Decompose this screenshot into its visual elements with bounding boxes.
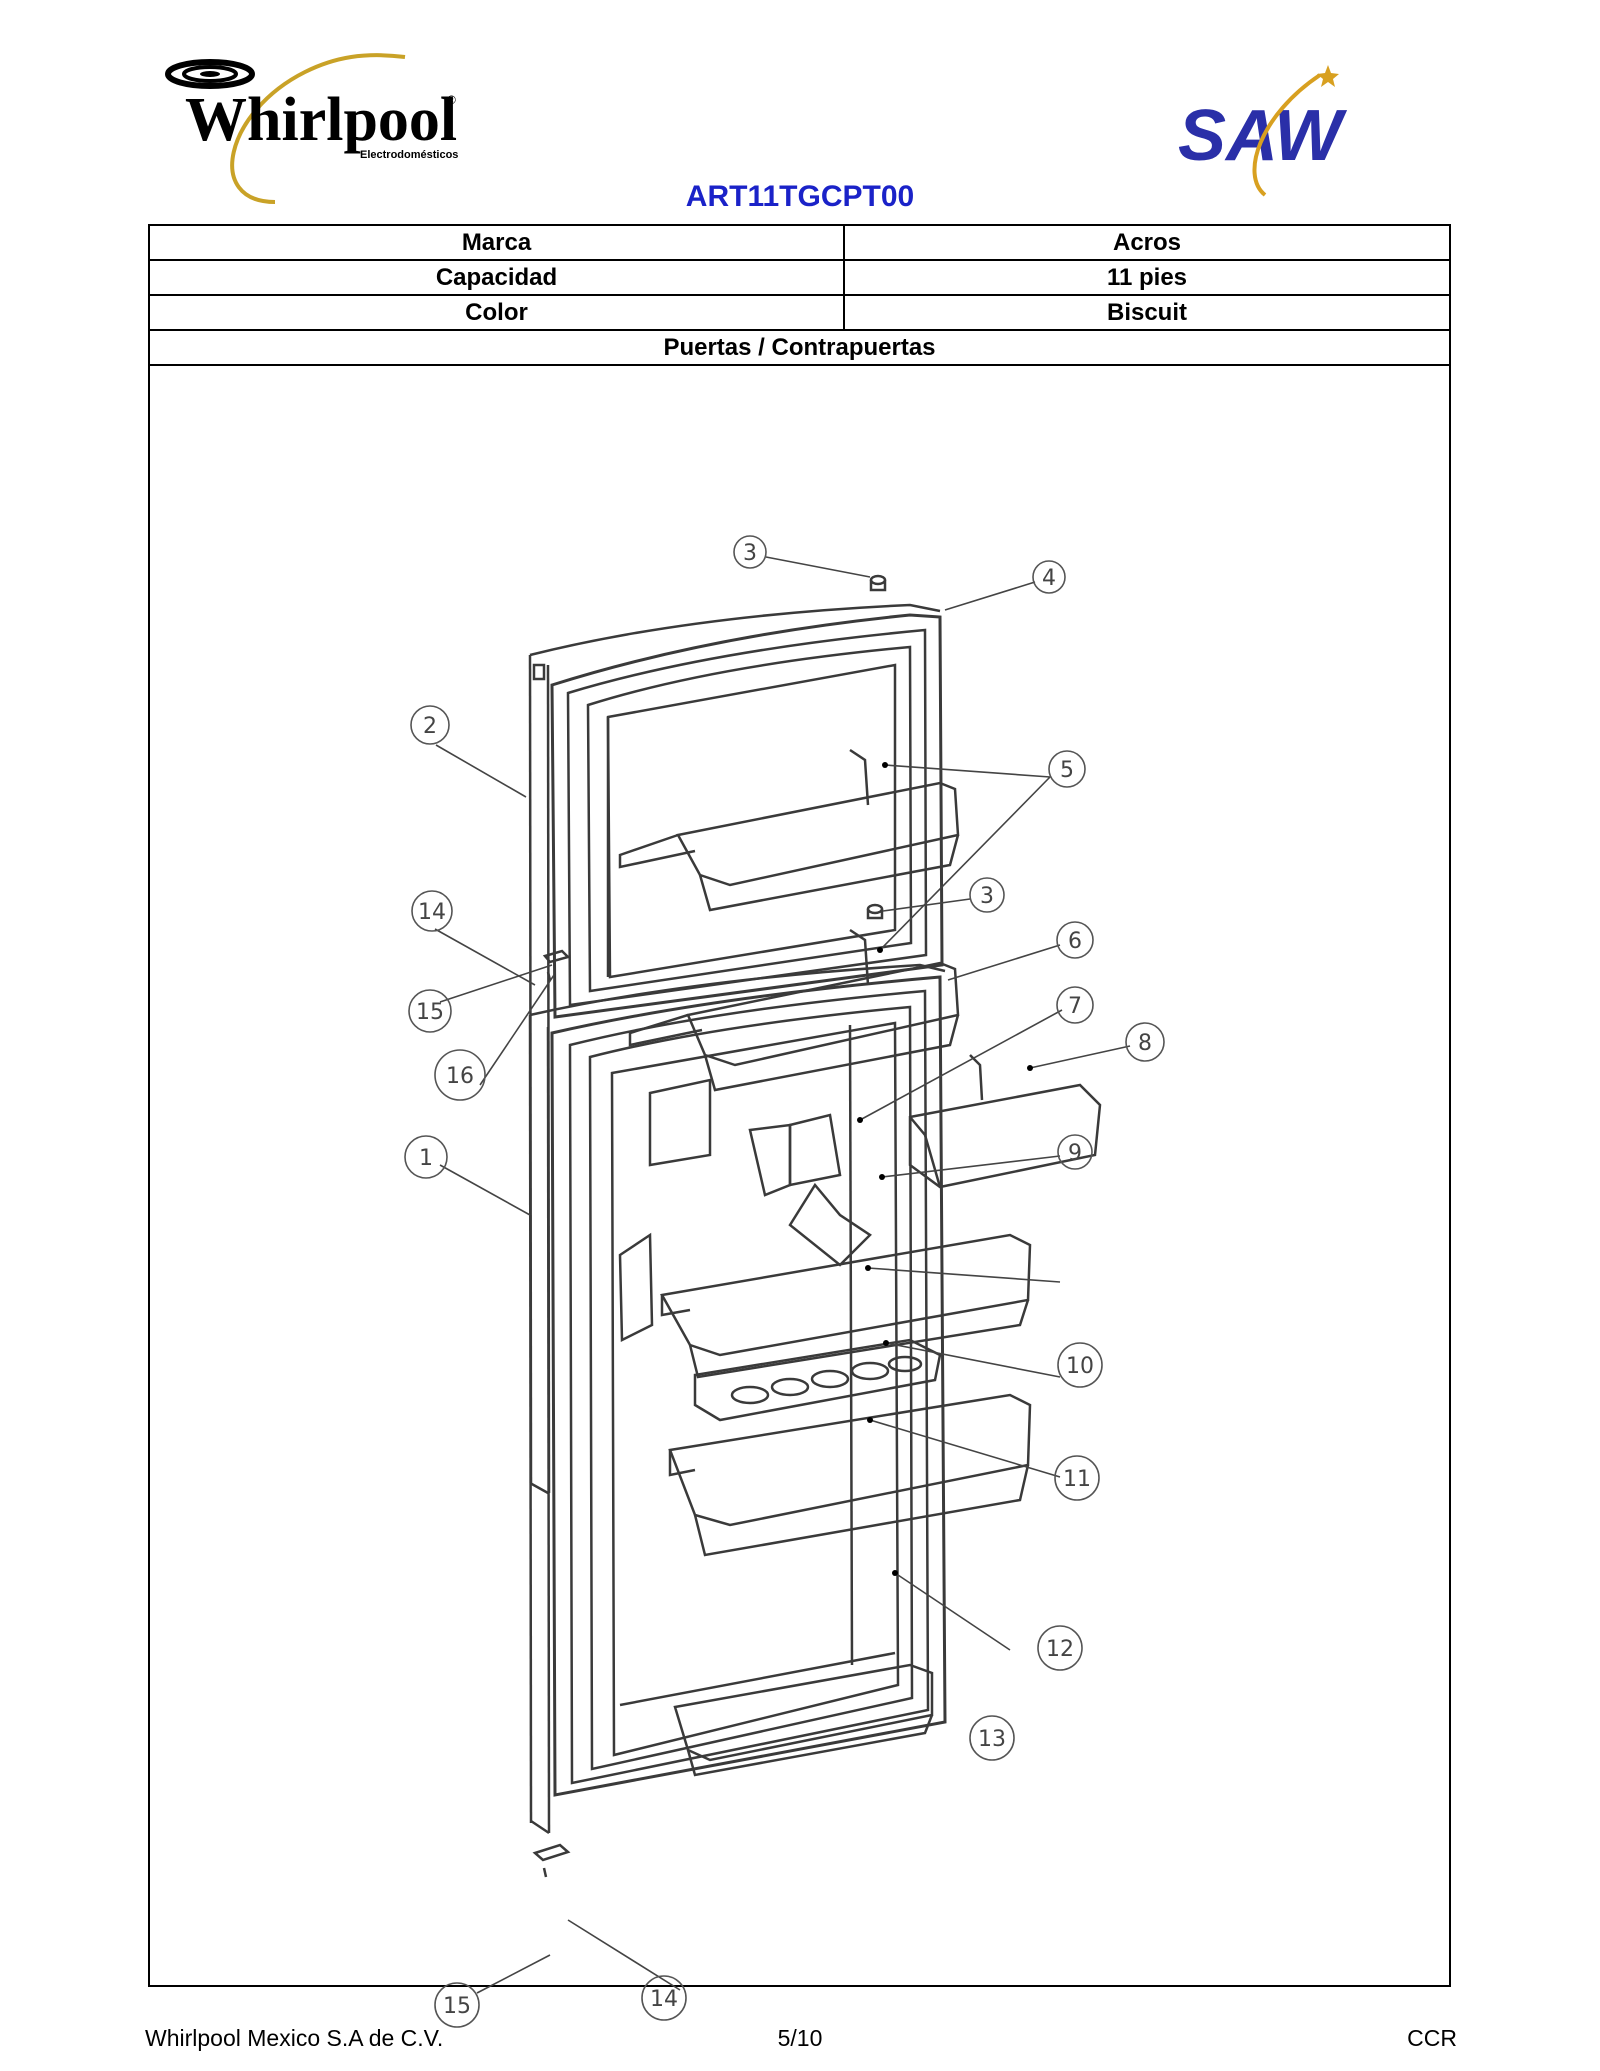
- spec-value: 11 pies: [844, 260, 1449, 296]
- callout-15-bottom: 15: [443, 1994, 471, 2019]
- callout-5: 5: [1060, 758, 1074, 783]
- fresh-food-inner-panel: [610, 1021, 900, 1757]
- hinge-bracket-bottom: [532, 1843, 571, 1878]
- fresh-food-shelf-10: [660, 1233, 1032, 1379]
- parts-sheet-frame: Marca Acros Capacidad 11 pies Color Bisc…: [148, 224, 1451, 2028]
- whirlpool-swirl-icon: [165, 59, 255, 89]
- whirlpool-tagline: Electrodomésticos: [360, 149, 458, 161]
- callout-12: 12: [1046, 1637, 1074, 1662]
- callout-10: 10: [1066, 1354, 1094, 1379]
- fresh-food-door: [528, 963, 946, 1835]
- callout-6: 6: [1068, 929, 1082, 954]
- footer-company: Whirlpool Mexico S.A de C.V.: [145, 2025, 444, 2051]
- spec-value: Biscuit: [844, 295, 1449, 331]
- callout-2: 2: [423, 714, 437, 739]
- saw-star-icon: [1317, 65, 1339, 87]
- egg-tray-11: [693, 1338, 942, 1422]
- spec-table: Marca Acros Capacidad 11 pies Color Bisc…: [150, 226, 1449, 366]
- callout-8: 8: [1138, 1031, 1152, 1056]
- spec-row-marca: Marca Acros: [150, 226, 1449, 261]
- spec-label: Color: [150, 295, 845, 331]
- callout-1: 1: [419, 1146, 433, 1171]
- callout-16: 16: [446, 1064, 474, 1089]
- callout-4: 4: [1042, 566, 1056, 591]
- spec-label: Marca: [150, 226, 845, 261]
- footer-code: CCR: [1407, 2025, 1457, 2051]
- freezer-gasket: [550, 613, 944, 1019]
- spec-section-row: Puertas / Contrapuertas: [150, 330, 1449, 366]
- hinge-bracket-middle: [542, 949, 571, 981]
- saw-logo: SAW: [1178, 65, 1348, 197]
- fresh-food-shelf-13: [673, 1663, 934, 1777]
- leader-dots: [857, 762, 1033, 1576]
- callout-3-top: 3: [743, 541, 757, 566]
- callout-13: 13: [978, 1727, 1006, 1752]
- fresh-food-gasket: [550, 975, 947, 1797]
- callouts: 3 4 2 5 14 3 6 7 8 15 16 9 1 10 11 12 13…: [404, 535, 1165, 2028]
- callout-11: 11: [1063, 1467, 1091, 1492]
- saw-swoosh: [1252, 73, 1322, 197]
- freezer-inner-panel: [606, 663, 897, 979]
- whirlpool-wordmark: Whirlpool: [185, 86, 457, 154]
- whirlpool-logo: Whirlpool Electrodomésticos ®: [165, 53, 458, 204]
- freezer-shelf-upper: [618, 748, 960, 912]
- exploded-door-diagram: 3 4 2 5 14 3 6 7 8 15 16 9 1 10 11 12 13…: [404, 535, 1165, 2028]
- callout-3-middle: 3: [980, 884, 994, 909]
- callout-9: 9: [1068, 1141, 1082, 1166]
- hinge-pin-middle: [866, 903, 884, 920]
- fresh-food-shelf-12: [668, 1393, 1032, 1557]
- hinge-pin-top: [869, 574, 887, 592]
- gold-swoosh: [230, 53, 406, 204]
- footer-page-number: 5/10: [777, 2025, 823, 2051]
- leader-lines: [434, 556, 1131, 1994]
- egg-holder-flap: [788, 1182, 872, 1267]
- callout-14-bottom: 14: [650, 1987, 678, 2012]
- spec-row-capacidad: Capacidad 11 pies: [150, 260, 1449, 296]
- callout-7: 7: [1068, 994, 1082, 1019]
- spec-value: Acros: [844, 226, 1449, 261]
- callout-14-top: 14: [418, 900, 446, 925]
- spec-row-color: Color Biscuit: [150, 295, 1449, 331]
- callout-15-top: 15: [416, 1000, 444, 1025]
- spec-label: Capacidad: [150, 260, 845, 296]
- section-title: Puertas / Contrapuertas: [150, 330, 1449, 366]
- freezer-shelf-lower: [628, 928, 960, 1092]
- model-number: ART11TGCPT00: [685, 180, 915, 213]
- registered-mark: ®: [447, 93, 456, 107]
